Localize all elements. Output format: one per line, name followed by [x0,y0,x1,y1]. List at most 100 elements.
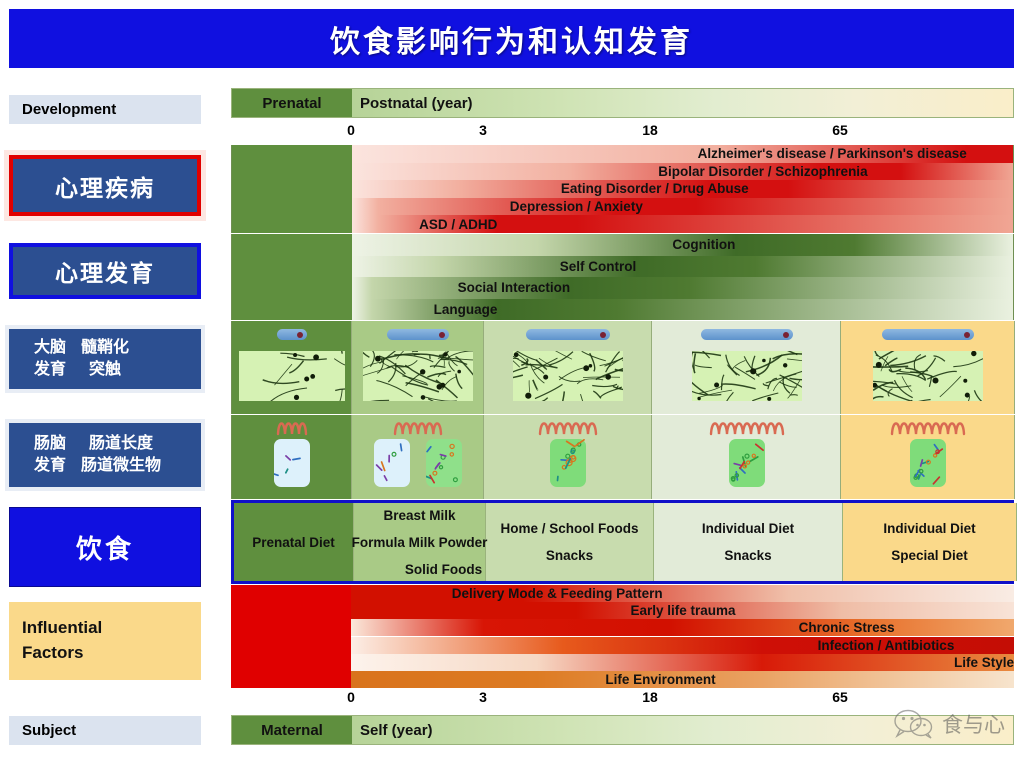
disorder-bar: Depression / Anxiety [352,197,1013,216]
axis-tick-0: 0 [347,122,355,138]
psychdev-bar: Self Control [352,255,1013,277]
header-postnatal: Postnatal (year) [360,94,473,112]
psychdev-label: Social Interaction [457,280,571,296]
influential-factor-bar: Early life trauma [351,602,1014,620]
watermark: 食与心 [893,709,1005,739]
row-gut-development [231,415,1015,499]
stage-column-infancy [354,503,486,581]
psychdev-label: Cognition [672,237,736,253]
sidebar-label-subject: Subject [9,716,201,745]
diet-item: Home / School Foods [500,521,639,536]
prenatal-column-disorders [232,145,352,233]
gut-microbiota-jar [374,439,410,487]
diet-item: Special Diet [891,548,968,563]
stage-column-elderly [843,503,1017,581]
influential-factor-label: Delivery Mode & Feeding Pattern [451,586,663,602]
disorder-bar: Bipolar Disorder / Schizophrenia [352,162,1013,181]
influential-factor-bar: Life Style [351,653,1014,671]
diet-item: Prenatal Diet [252,534,335,550]
influential-factor-label: Life Style [953,654,1014,670]
axis-tick-65: 65 [832,122,848,138]
intestine-coil-icon [276,419,308,436]
influential-factor-label: Infection / Antibiotics [817,637,955,653]
myelin-axon-icon [882,329,974,340]
sidebar-gut-dev-left: 肠脑 发育 [33,435,66,474]
gut-microbiota-jar [728,439,765,487]
influential-factor-label: Chronic Stress [798,620,895,636]
neuron-network-image [873,351,983,401]
stage-column-adult [654,503,843,581]
sidebar-label-influential-factors: Influential Factors [9,602,201,680]
intestine-coil-icon [709,419,785,436]
neuron-network-image [691,351,802,401]
wechat-icon [894,709,933,739]
diet-column-prenatal: Prenatal Diet [234,503,354,581]
sidebar-label-development: Development [9,95,201,124]
gut-microbiota-jar [910,439,946,487]
myelin-axon-icon [387,329,449,340]
gut-microbiota-jar [420,439,462,487]
influential-factor-label: Early life trauma [630,603,736,619]
influential-factor-bar: Delivery Mode & Feeding Pattern [351,585,1014,603]
diet-item: Individual Diet [883,521,976,536]
prenatal-column-psychdev [232,234,352,320]
neuron-network-image [363,351,473,401]
myelin-axon-icon [526,329,610,340]
stage-column-prenatal [234,503,354,581]
row-brain-development [231,321,1015,414]
axis-tick-3: 3 [479,689,487,705]
sidebar-brain-dev-left: 大脑 发育 [33,339,66,378]
influential-factors-line1: Influential [22,618,103,638]
axis-tick-0: 0 [347,689,355,705]
intestine-coil-icon [890,419,966,436]
influential-factor-bar: Infection / Antibiotics [351,636,1014,654]
disorder-bar: Alzheimer's disease / Parkinson's diseas… [352,145,1013,163]
stage-columns-diet [234,503,1017,581]
disorder-label: Alzheimer's disease / Parkinson's diseas… [697,146,967,162]
psychdev-label: Self Control [559,258,637,274]
disorder-label: Bipolar Disorder / Schizophrenia [658,163,868,179]
diet-item: Snacks [724,548,772,563]
sidebar-label-brain-development: 大脑 发育 髓鞘化 突触 [9,329,201,389]
timeline-chart: Prenatal Postnatal (year) 0 3 18 65 Alzheim… [231,88,1017,746]
subject-self: Self (year) [360,721,433,739]
psychdev-bar: Language [352,298,1013,320]
axis-tick-18: 18 [642,122,658,138]
axis-top: 0 3 18 65 [231,122,1014,146]
disorder-bars: Alzheimer's disease / Parkinson's diseas… [352,145,1013,233]
axis-tick-3: 3 [479,122,487,138]
influential-factor-bar: Chronic Stress [351,619,1014,637]
prenatal-column-factors [231,585,351,688]
page-title-bar: 饮食影响行为和认知发育 [9,9,1014,68]
gut-microbiota-jar [550,438,586,487]
neuron-network-image [513,351,623,401]
intestine-coil-icon [393,419,443,436]
sidebar-gut-dev-right: 肠道长度 肠道微生物 [81,435,162,474]
header-prenatal: Prenatal [232,89,352,117]
stage-column-childhood [486,503,654,581]
psychdev-label: Language [433,301,498,317]
influential-factors-line2: Factors [22,643,84,662]
diet-item: Formula Milk Powder [351,534,488,550]
influential-factor-bar: Life Environment [351,670,1014,688]
development-header-row: Prenatal Postnatal (year) [231,88,1014,118]
diet-item: Individual Diet [701,521,795,536]
sidebar-label-mental-development: 心理发育 [9,243,201,299]
influential-factor-label: Life Environment [605,671,716,687]
row-subject: Maternal Self (year) [231,715,1014,745]
disorder-bar: ASD / ADHD [352,215,1013,233]
row-mental-disorders: Alzheimer's disease / Parkinson's diseas… [231,145,1014,233]
psychdev-bar: Social Interaction [352,277,1013,299]
disorder-label: ASD / ADHD [419,216,498,232]
axis-tick-18: 18 [642,689,658,705]
watermark-text: 食与心 [942,713,1005,737]
subject-maternal: Maternal [232,716,352,744]
